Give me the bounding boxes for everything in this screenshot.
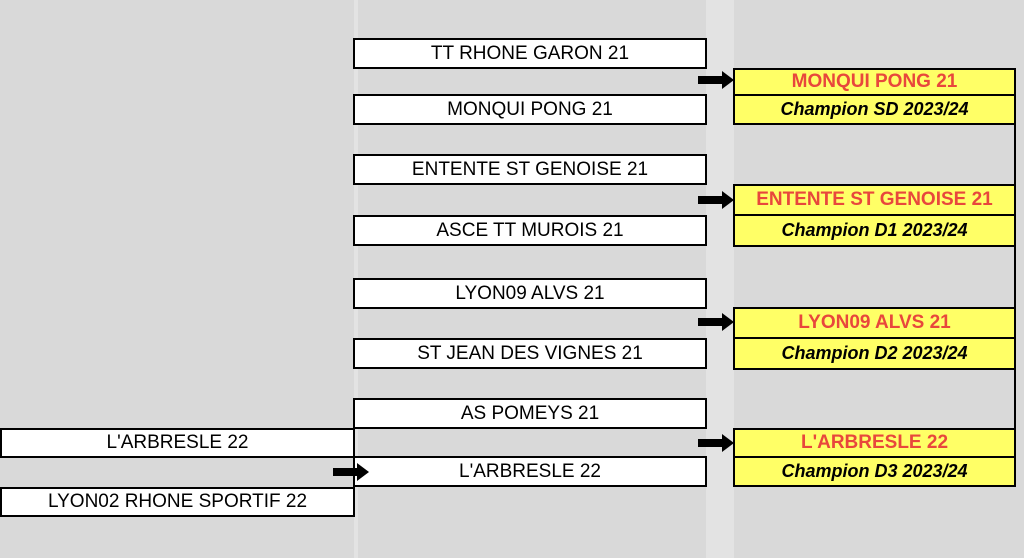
match-2-title: Champion D2 2023/24 [733, 337, 1016, 370]
match-3-winner: L'ARBRESLE 22 [733, 428, 1016, 458]
match-2-team-a: LYON09 ALVS 21 [353, 278, 707, 309]
match-1-title: Champion D1 2023/24 [733, 214, 1016, 247]
match-3-team-b: L'ARBRESLE 22 [353, 456, 707, 487]
prelim-team-b: LYON02 RHONE SPORTIF 22 [0, 487, 355, 517]
match-1-team-b: ASCE TT MUROIS 21 [353, 215, 707, 246]
match-0-winner: MONQUI PONG 21 [733, 68, 1016, 96]
right-arrow-icon [698, 191, 734, 209]
right-arrow-icon [698, 313, 734, 331]
match-0-title: Champion SD 2023/24 [733, 94, 1016, 125]
bracket-connector-line [1014, 96, 1016, 458]
right-arrow-icon [698, 71, 734, 89]
prelim-team-a: L'ARBRESLE 22 [0, 428, 355, 458]
right-arrow-icon [698, 434, 734, 452]
match-2-winner: LYON09 ALVS 21 [733, 307, 1016, 339]
match-1-team-a: ENTENTE ST GENOISE 21 [353, 154, 707, 185]
match-3-title: Champion D3 2023/24 [733, 456, 1016, 487]
match-1-winner: ENTENTE ST GENOISE 21 [733, 184, 1016, 216]
right-arrow-icon [333, 463, 369, 481]
match-3-team-a: AS POMEYS 21 [353, 398, 707, 429]
match-0-team-a: TT RHONE GARON 21 [353, 38, 707, 69]
column-stripe [706, 0, 734, 558]
match-2-team-b: ST JEAN DES VIGNES 21 [353, 338, 707, 369]
match-0-team-b: MONQUI PONG 21 [353, 94, 707, 125]
